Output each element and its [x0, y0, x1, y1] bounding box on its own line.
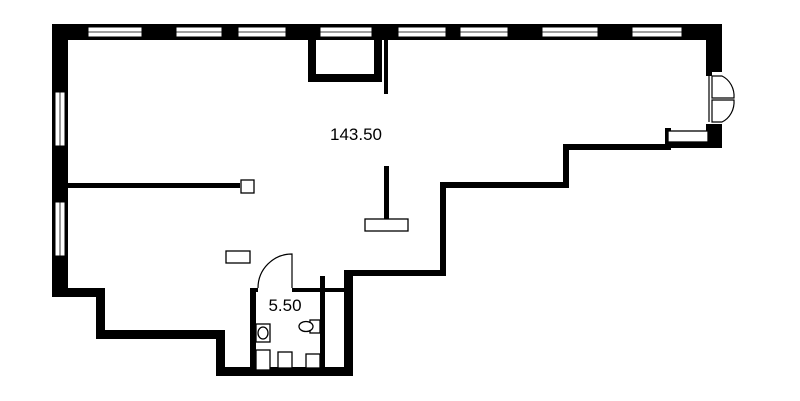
window [87, 26, 143, 38]
door-swing-icon [711, 99, 735, 123]
window [175, 26, 223, 38]
room-area-wc: 5.50 [268, 296, 301, 315]
window [631, 26, 683, 38]
window [237, 26, 287, 38]
window [319, 26, 373, 38]
wc-cabinet [277, 351, 293, 369]
door-swing-icon [711, 75, 735, 99]
door-swing-icon [257, 253, 293, 289]
window [54, 201, 66, 257]
toilet-icon [298, 319, 321, 334]
window [54, 91, 66, 147]
central-column [364, 166, 409, 232]
equipment-block [225, 250, 251, 264]
window [459, 26, 509, 38]
windows-top [87, 26, 683, 38]
windows-left [54, 91, 66, 257]
interior-partition [66, 179, 255, 194]
sink-icon [255, 323, 271, 343]
wc-room [250, 253, 348, 376]
window [541, 26, 599, 38]
top-niche [308, 38, 388, 94]
room-area-main: 143.50 [330, 125, 382, 144]
radiator-block [667, 130, 709, 143]
window [397, 26, 447, 38]
entrance-door[interactable] [706, 70, 735, 123]
